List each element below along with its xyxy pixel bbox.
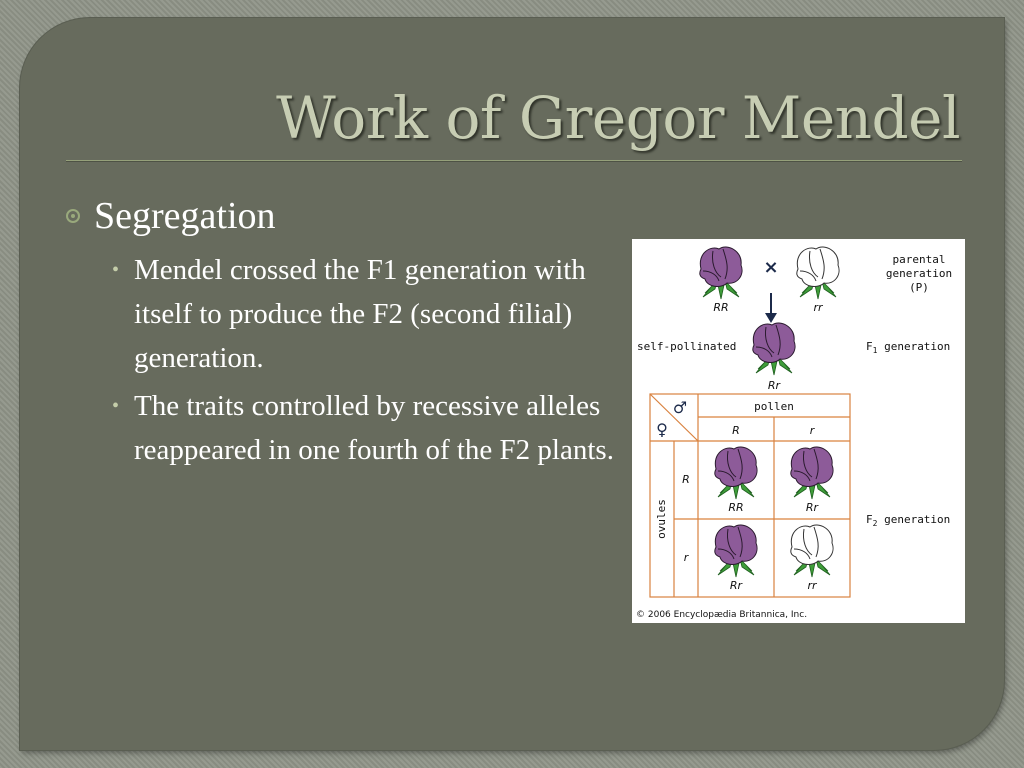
cell-genotype: RR [728,501,743,514]
pollen-label: pollen [754,400,794,413]
ovule-allele-r: r [684,551,690,564]
ovules-label: ovules [655,499,668,539]
sub-bullet-2: • The traits controlled by recessive all… [64,384,624,472]
f1-flower-icon [753,323,795,375]
female-symbol-icon: ♀ [656,420,668,439]
dot-bullet-icon: • [112,259,120,281]
cell-flower-icon [791,525,833,577]
cell-genotype: Rr [730,579,744,592]
parent-right-genotype: rr [813,301,824,314]
title-divider [66,160,962,161]
cell-genotype: rr [807,579,818,592]
male-symbol-icon: ♂ [673,398,687,417]
cross-symbol: × [763,257,778,278]
f2-generation-label: F2 generation [866,513,950,528]
parental-label-line1: parental [893,253,946,266]
sub-bullet-1: • Mendel crossed the F1 generation with … [64,248,624,380]
self-pollinated-label: self-pollinated [637,340,736,353]
cell-flower-icon [715,525,757,577]
parent-purple-flower-icon [700,247,742,299]
bullet-heading-text: Segregation [94,195,276,237]
ovule-allele-R: R [682,473,690,486]
parent-left-genotype: RR [713,301,728,314]
bullet-segregation: Segregation [64,194,624,238]
slide-title: Work of Gregor Mendel [276,84,960,152]
cell-genotype: Rr [806,501,820,514]
dot-bullet-icon: • [112,395,120,417]
slide: Work of Gregor Mendel Segregation • Mend… [20,18,1004,750]
cell-flower-icon [791,447,833,499]
down-arrow-head-icon [765,313,777,323]
pollen-allele-r: r [810,424,816,437]
f1-generation-label: F1 generation [866,340,950,355]
sub-bullet-1-text: Mendel crossed the F1 generation with it… [134,254,586,374]
cell-flower-icon [715,447,757,499]
pollen-allele-R: R [732,424,740,437]
punnett-grid [649,393,851,598]
f1-genotype: Rr [768,379,782,392]
copyright-notice: © 2006 Encyclopædia Britannica, Inc. [636,610,807,620]
mendel-cross-figure: RR × rr parental generation (P) self-pol… [632,239,965,623]
parent-white-flower-icon [797,247,839,299]
ring-bullet-icon [66,209,80,223]
parental-label-line3: (P) [909,281,929,294]
parental-label-line2: generation [886,267,952,280]
slide-body: Segregation • Mendel crossed the F1 gene… [64,194,624,476]
sub-bullet-list: • Mendel crossed the F1 generation with … [64,248,624,472]
punnett-diagram: RR × rr parental generation (P) self-pol… [636,239,952,620]
sub-bullet-2-text: The traits controlled by recessive allel… [134,390,614,466]
